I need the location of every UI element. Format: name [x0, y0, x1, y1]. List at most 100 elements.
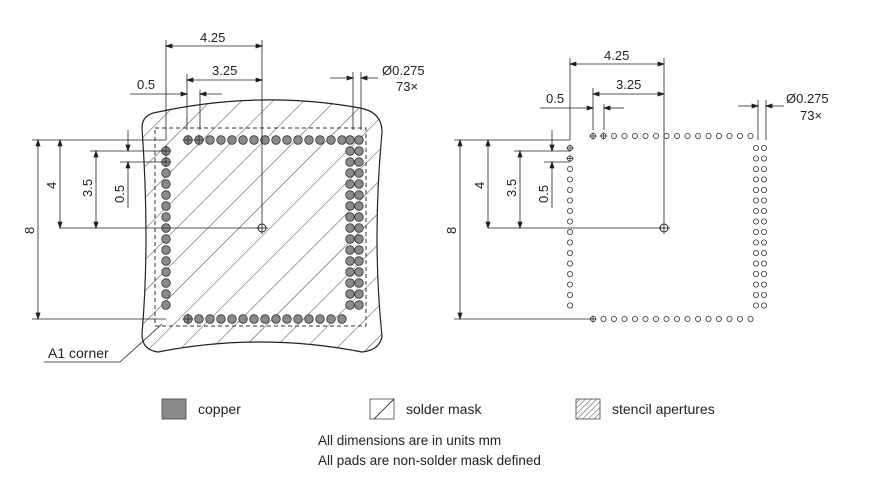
stencil-pad — [761, 270, 768, 277]
pad — [161, 256, 171, 266]
stencil-pad — [761, 239, 768, 246]
pad — [326, 314, 336, 324]
pad — [161, 267, 171, 277]
stencil-pad — [753, 144, 760, 151]
pad — [354, 201, 364, 211]
right-left-dimensions — [454, 130, 664, 321]
pad — [315, 314, 325, 324]
stencil-pad — [761, 228, 768, 235]
pad — [304, 135, 314, 145]
pad — [345, 212, 355, 222]
pad — [354, 256, 364, 266]
stencil-pad — [761, 218, 768, 225]
stencil-pad — [621, 132, 628, 139]
pad — [337, 135, 347, 145]
pad — [260, 314, 270, 324]
stencil-pad — [567, 207, 574, 214]
pad — [345, 267, 355, 277]
stencil-pad — [761, 207, 768, 214]
stencil-pad — [567, 239, 574, 246]
pad — [345, 179, 355, 189]
pad — [354, 223, 364, 233]
pad — [354, 190, 364, 200]
right-dim-left-small: 0.5 — [536, 185, 551, 203]
pad — [161, 300, 171, 310]
stencil-pad — [705, 315, 712, 322]
stencil-pad — [567, 186, 574, 193]
pad — [271, 135, 281, 145]
stencil-pad — [663, 132, 670, 139]
pad — [249, 135, 259, 145]
stencil-pad — [632, 132, 639, 139]
stencil-pad — [753, 239, 760, 246]
pad — [194, 314, 204, 324]
left-dim-left-small: 0.5 — [112, 185, 127, 203]
pad — [354, 245, 364, 255]
pad — [293, 135, 303, 145]
pad — [161, 289, 171, 299]
right-pad-group — [566, 132, 768, 323]
left-dim-top-outer: 4.25 — [200, 30, 225, 45]
stencil-pad — [747, 315, 754, 322]
stencil-pad — [653, 315, 660, 322]
legend: copper solder mask stencil apertures — [161, 398, 715, 420]
left-dim-diameter: Ø0.275 — [382, 63, 425, 78]
left-pad-group — [160, 134, 364, 325]
pad — [260, 135, 270, 145]
pad — [345, 157, 355, 167]
stencil-pad — [753, 270, 760, 277]
pad — [354, 289, 364, 299]
pad — [216, 135, 226, 145]
pad — [161, 278, 171, 288]
left-dim-top-small: 0.5 — [137, 77, 155, 92]
pad — [216, 314, 226, 324]
pad — [345, 146, 355, 156]
stencil-pad — [753, 218, 760, 225]
a1-corner-label: A1 corner — [48, 345, 109, 361]
stencil-pad — [653, 132, 660, 139]
stencil-pad — [567, 291, 574, 298]
left-dim-left-mid: 4 — [44, 182, 59, 189]
right-dim-top-outer: 4.25 — [604, 48, 629, 63]
pad — [354, 179, 364, 189]
stencil-pad — [753, 281, 760, 288]
pad — [238, 314, 248, 324]
pad — [345, 245, 355, 255]
pad — [337, 314, 347, 324]
stencil-pad — [567, 228, 574, 235]
pad — [345, 135, 355, 145]
pad — [161, 212, 171, 222]
stencil-pad — [621, 315, 628, 322]
pad — [345, 234, 355, 244]
pad — [345, 168, 355, 178]
top-dimensions — [130, 40, 378, 222]
left-dim-count: 73× — [396, 79, 418, 94]
pad — [345, 289, 355, 299]
left-view: 4.25 3.25 0.5 Ø0.275 73× 8 4 3 — [22, 30, 425, 363]
stencil-pad — [761, 291, 768, 298]
a1-corner-leader — [44, 323, 163, 363]
stencil-pad — [674, 132, 681, 139]
stencil-pad — [716, 132, 723, 139]
note-pads: All pads are non-solder mask defined — [318, 453, 541, 468]
left-dimensions — [32, 130, 262, 321]
stencil-pad — [753, 186, 760, 193]
stencil-pad — [761, 186, 768, 193]
stencil-pad — [567, 165, 574, 172]
right-dim-left-inner: 3.5 — [504, 179, 519, 197]
left-dim-top-inner: 3.25 — [212, 63, 237, 78]
pad — [227, 314, 237, 324]
stencil-pad — [695, 315, 702, 322]
legend-solder-mask-swatch — [369, 398, 395, 420]
stencil-pad — [726, 132, 733, 139]
pad — [345, 256, 355, 266]
left-dim-left-inner: 3.5 — [80, 179, 95, 197]
pad — [304, 314, 314, 324]
stencil-pad — [567, 270, 574, 277]
stencil-pad — [753, 228, 760, 235]
pad — [354, 168, 364, 178]
pad — [249, 314, 259, 324]
right-dim-left-mid: 4 — [472, 182, 487, 189]
stencil-pad — [567, 281, 574, 288]
